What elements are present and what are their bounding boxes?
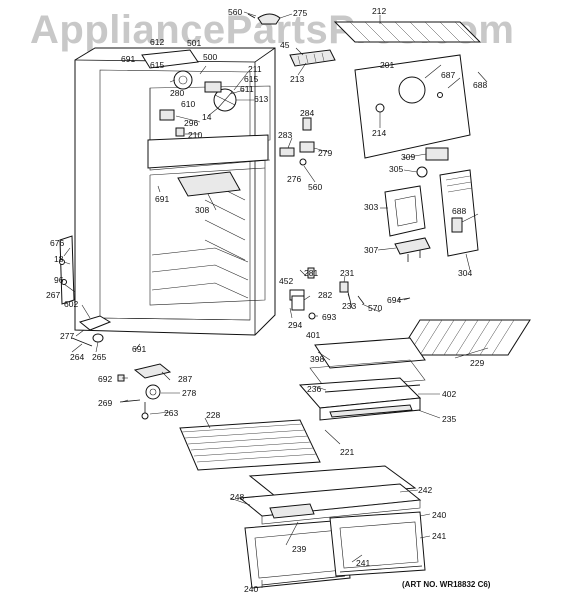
callout-281: 281 xyxy=(304,268,318,278)
callout-687: 687 xyxy=(441,70,455,80)
callout-233: 233 xyxy=(342,301,356,311)
callout-602: 602 xyxy=(64,299,78,309)
crisper-cover-236 xyxy=(298,377,422,421)
callout-240b: 240 xyxy=(244,584,258,594)
callout-691c: 691 xyxy=(132,344,146,354)
callout-201: 201 xyxy=(380,60,394,70)
callout-211: 211 xyxy=(248,64,262,74)
callout-279: 279 xyxy=(318,148,332,158)
callout-611: 611 xyxy=(240,84,254,94)
callout-688b: 688 xyxy=(452,206,466,216)
callout-305: 305 xyxy=(389,164,403,174)
callout-242: 242 xyxy=(418,485,432,495)
art-number: (ART NO. WR18832 C6) xyxy=(402,580,491,589)
callout-labels: 560 275 212 612 501 45 691 615 500 201 6… xyxy=(46,6,487,594)
callout-612: 612 xyxy=(150,37,164,47)
callout-212: 212 xyxy=(372,6,386,16)
callout-221: 221 xyxy=(340,447,354,457)
callout-248: 248 xyxy=(230,492,244,502)
callout-693: 693 xyxy=(322,312,336,322)
callout-236: 236 xyxy=(307,384,321,394)
callout-214: 214 xyxy=(372,128,386,138)
callout-560b: 560 xyxy=(308,182,322,192)
control-housing-303 xyxy=(384,185,426,237)
callout-691: 691 xyxy=(121,54,135,64)
wire-shelf-212 xyxy=(333,21,482,43)
damper-parts xyxy=(279,117,315,166)
callout-229: 229 xyxy=(470,358,484,368)
callout-284: 284 xyxy=(300,108,314,118)
callout-610: 610 xyxy=(181,99,195,109)
callout-287: 287 xyxy=(178,374,192,384)
callout-309: 309 xyxy=(401,152,415,162)
ice-tray-213 xyxy=(289,49,336,67)
callout-241: 241 xyxy=(432,531,446,541)
callout-294: 294 xyxy=(288,320,302,330)
callout-278: 278 xyxy=(182,388,196,398)
callout-676: 676 xyxy=(50,238,64,248)
callout-228: 228 xyxy=(206,410,220,420)
callout-613: 613 xyxy=(254,94,268,104)
callout-231: 231 xyxy=(340,268,354,278)
callout-615b: 615 xyxy=(244,74,258,84)
callout-14: 14 xyxy=(202,112,212,122)
wire-shelf-228 xyxy=(179,419,321,471)
left-hinge-parts xyxy=(59,235,112,347)
shelf-bracket-308 xyxy=(177,171,241,197)
evaporator-cover-201 xyxy=(354,54,471,159)
callout-213: 213 xyxy=(290,74,304,84)
crisper-frame-242 xyxy=(238,483,422,525)
callout-280: 280 xyxy=(170,88,184,98)
callout-96: 96 xyxy=(54,275,64,285)
callout-275: 275 xyxy=(293,8,307,18)
callout-615: 615 xyxy=(150,60,164,70)
callout-239: 239 xyxy=(292,544,306,554)
callout-304: 304 xyxy=(458,268,472,278)
leader-lines xyxy=(63,11,489,588)
callout-691b: 691 xyxy=(155,194,169,204)
callout-692: 692 xyxy=(98,374,112,384)
trim-402 xyxy=(324,384,421,393)
glass-shelf-401 xyxy=(314,337,426,369)
callout-45: 45 xyxy=(280,40,290,50)
callout-398: 398 xyxy=(310,354,324,364)
callout-276: 276 xyxy=(287,174,301,184)
cabinet xyxy=(74,47,276,336)
callout-402: 402 xyxy=(442,389,456,399)
callout-240: 240 xyxy=(432,510,446,520)
callout-282: 282 xyxy=(318,290,332,300)
callout-570: 570 xyxy=(368,303,382,313)
callout-308: 308 xyxy=(195,205,209,215)
shelf-frame-398 xyxy=(309,359,426,389)
callout-560: 560 xyxy=(228,7,242,17)
callout-303: 303 xyxy=(364,202,378,212)
callout-500: 500 xyxy=(203,52,217,62)
label-309 xyxy=(416,147,449,178)
air-duct-304 xyxy=(439,169,479,257)
callout-283: 283 xyxy=(278,130,292,140)
callout-307: 307 xyxy=(364,245,378,255)
callout-235: 235 xyxy=(442,414,456,424)
callout-263: 263 xyxy=(164,408,178,418)
callout-694: 694 xyxy=(387,295,401,305)
fan-motor-assembly xyxy=(141,49,237,137)
callout-688: 688 xyxy=(473,80,487,90)
callout-269: 269 xyxy=(98,398,112,408)
callout-264: 264 xyxy=(70,352,84,362)
callout-452: 452 xyxy=(279,276,293,286)
callout-401: 401 xyxy=(306,330,320,340)
bracket-307 xyxy=(394,237,431,262)
callout-210: 210 xyxy=(188,130,202,140)
callout-241b: 241 xyxy=(356,558,370,568)
part-275 xyxy=(247,13,281,25)
callout-18: 18 xyxy=(54,254,64,264)
crisper-drawers xyxy=(244,511,426,589)
callout-265: 265 xyxy=(92,352,106,362)
callout-296: 296 xyxy=(184,118,198,128)
callout-501: 501 xyxy=(187,38,201,48)
callout-277: 277 xyxy=(60,331,74,341)
callout-267: 267 xyxy=(46,290,60,300)
